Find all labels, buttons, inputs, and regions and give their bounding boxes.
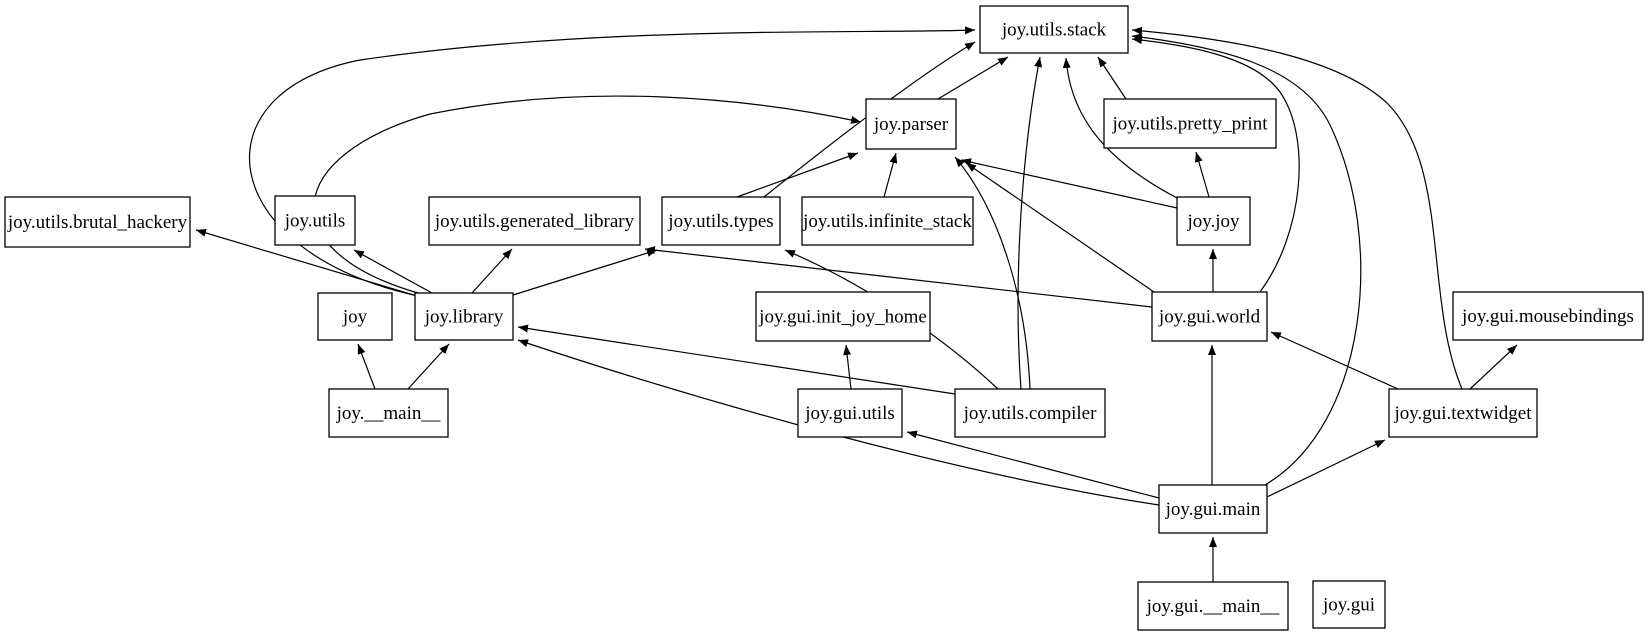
node-joy-gui-mousebindings: joy.gui.mousebindings	[1452, 291, 1644, 341]
node-box	[4, 196, 191, 248]
node-label: joy.gui	[1322, 595, 1375, 616]
node-box	[1312, 580, 1386, 629]
graph-edge	[353, 249, 433, 294]
graph-edge	[1097, 56, 1127, 100]
graph-edge	[512, 249, 658, 296]
node-joy-main-: joy.__main__	[328, 388, 449, 438]
node-joy-utils-infinite-stack: joy.utils.infinite_stack	[801, 196, 974, 246]
graph-edge	[1266, 439, 1386, 498]
node-box	[1176, 196, 1251, 246]
node-joy-library: joy.library	[414, 292, 514, 341]
graph-edge	[937, 56, 1009, 100]
node-joy-utils-compiler: joy.utils.compiler	[954, 388, 1106, 438]
node-label: joy.utils.generated_library	[434, 211, 635, 232]
node-label: joy.gui.__main__	[1146, 596, 1280, 617]
node-joy-gui-textwidget: joy.gui.textwidget	[1388, 388, 1538, 438]
node-box	[801, 196, 974, 246]
node-box	[1151, 291, 1268, 342]
node-label: joy.parser	[873, 114, 949, 135]
node-label: joy.__main__	[336, 403, 441, 424]
node-label: joy.utils	[284, 211, 346, 232]
graph-edge	[644, 246, 1153, 308]
graph-edge	[843, 344, 852, 390]
graph-edge	[407, 343, 450, 390]
node-box	[328, 388, 449, 438]
node-box	[1158, 484, 1268, 534]
node-label: joy.utils.compiler	[963, 403, 1097, 424]
graph-edge	[1469, 344, 1518, 390]
node-joy-joy: joy.joy	[1176, 196, 1251, 246]
nodes-layer: joy.utils.stack joy.parser joy.utils.prett…	[4, 5, 1644, 631]
node-joy: joy	[317, 292, 393, 341]
graph-edge	[1270, 331, 1399, 390]
graph-edge	[357, 343, 376, 390]
graph-edge	[517, 324, 956, 395]
node-joy-gui: joy.gui	[1312, 580, 1386, 629]
node-joy-gui-main-: joy.gui.__main__	[1137, 581, 1289, 631]
graph-edge	[965, 162, 1155, 293]
node-label: joy.utils.pretty_print	[1112, 114, 1269, 135]
node-box	[428, 196, 641, 246]
node-box	[755, 291, 931, 342]
node-box	[317, 292, 393, 341]
graph-edge	[313, 95, 862, 294]
node-box	[1137, 581, 1289, 631]
graph-edge	[1131, 36, 1300, 293]
node-box	[979, 5, 1129, 54]
node-label: joy.gui.mousebindings	[1461, 306, 1634, 327]
node-box	[865, 98, 957, 150]
node-joy-utils-stack: joy.utils.stack	[979, 5, 1129, 54]
node-joy-parser: joy.parser	[865, 98, 957, 150]
node-box	[1388, 388, 1538, 438]
node-label: joy	[342, 307, 368, 328]
graph-edge	[954, 156, 1031, 390]
node-box	[274, 195, 356, 246]
graph-edge	[1194, 151, 1210, 198]
node-joy-utils-types: joy.utils.types	[661, 196, 781, 246]
node-box	[954, 388, 1106, 438]
node-joy-gui-main: joy.gui.main	[1158, 484, 1268, 534]
node-box	[414, 292, 514, 341]
node-label: joy.joy	[1186, 211, 1240, 232]
node-label: joy.utils.brutal_hackery	[7, 212, 188, 233]
node-box	[797, 388, 903, 438]
node-joy-utils: joy.utils	[274, 195, 356, 246]
graph-edge	[1062, 57, 1180, 200]
graph-edge	[883, 152, 898, 198]
node-label: joy.utils.types	[667, 211, 773, 232]
node-label: joy.utils.stack	[1001, 20, 1107, 41]
graph-edge	[1017, 56, 1043, 390]
node-label: joy.gui.utils	[804, 403, 895, 424]
node-label: joy.gui.init_joy_home	[758, 307, 927, 328]
node-joy-utils-brutal-hackery: joy.utils.brutal_hackery	[4, 196, 191, 248]
node-label: joy.gui.textwidget	[1393, 403, 1532, 424]
graph-edge	[248, 26, 976, 296]
node-box	[1452, 291, 1644, 341]
graph-edge	[471, 248, 513, 294]
node-joy-gui-utils: joy.gui.utils	[797, 388, 903, 438]
graph-edge	[1131, 33, 1362, 486]
graph-edge	[960, 158, 1178, 209]
graph-edge	[736, 152, 859, 198]
node-label: joy.library	[424, 307, 504, 328]
node-joy-utils-pretty-print: joy.utils.pretty_print	[1103, 98, 1277, 149]
node-label: joy.utils.infinite_stack	[802, 211, 972, 232]
node-joy-utils-generated-library: joy.utils.generated_library	[428, 196, 641, 246]
node-label: joy.gui.main	[1165, 499, 1261, 520]
node-joy-gui-init-joy-home: joy.gui.init_joy_home	[755, 291, 931, 342]
node-joy-gui-world: joy.gui.world	[1151, 291, 1268, 342]
node-box	[1103, 98, 1277, 149]
node-box	[661, 196, 781, 246]
graph-edge	[906, 430, 1160, 499]
node-label: joy.gui.world	[1158, 307, 1261, 328]
graph-edge	[195, 229, 418, 297]
graph-edge	[1131, 26, 1463, 390]
